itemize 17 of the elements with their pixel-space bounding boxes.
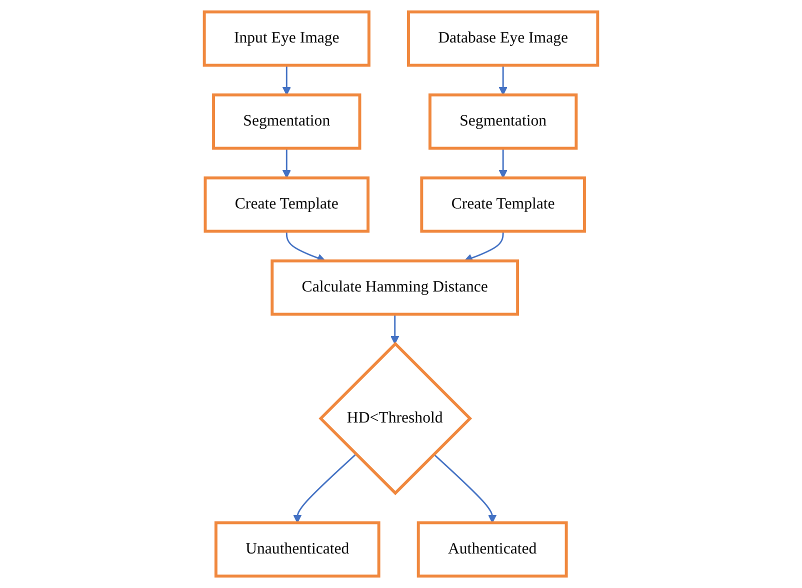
node-box: Calculate Hamming Distance (270, 259, 520, 316)
node-diamond: HD<Threshold (318, 342, 472, 496)
node-box: Authenticated (416, 521, 568, 578)
arrow (282, 148, 291, 178)
arrow (282, 65, 291, 96)
node-box: Segmentation (428, 93, 578, 150)
node-box: Segmentation (212, 93, 362, 150)
arrow (498, 65, 508, 96)
node-box: Input Eye Image (202, 10, 370, 67)
node-box: Create Template (420, 176, 586, 233)
arrow (433, 454, 497, 524)
arrow (498, 148, 508, 178)
node-box: Database Eye Image (407, 10, 600, 67)
arrow (293, 454, 356, 524)
arrow (390, 314, 400, 344)
node-box: Unauthenticated (214, 521, 380, 578)
node-box: Create Template (204, 176, 370, 233)
